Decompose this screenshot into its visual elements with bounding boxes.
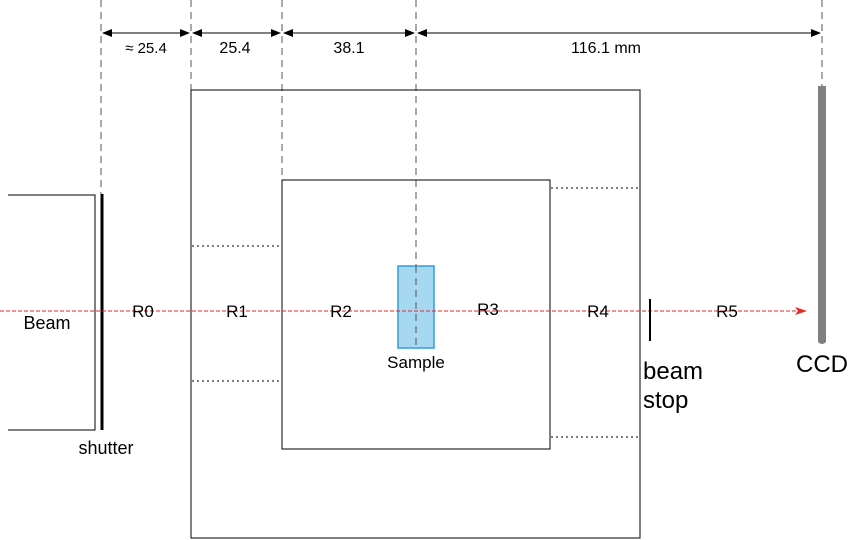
beam-stop-label-line2: stop (643, 387, 688, 414)
inner-chamber (281, 179, 551, 450)
region-label-r2: R2 (330, 302, 352, 321)
dimension-label-1: ≈ 25.4 (125, 40, 167, 57)
beam-stop-label-line1: beam (643, 358, 703, 385)
ccd-detector-tip (818, 332, 826, 344)
dimension-label-4: 116.1 mm (571, 40, 641, 57)
outer-chamber (190, 89, 641, 539)
region-label-r1: R1 (226, 302, 248, 321)
beam-label: Beam (23, 313, 70, 333)
dimension-label-3: 38.1 (333, 40, 364, 57)
beam-source (8, 194, 96, 431)
region-label-r4: R4 (587, 302, 609, 321)
sample-label: Sample (387, 353, 445, 372)
ccd-detector (818, 86, 826, 340)
region-label-r5: R5 (716, 302, 738, 321)
ccd-label: CCD (796, 351, 848, 378)
region-label-r3: R3 (477, 300, 499, 319)
region-label-r0: R0 (132, 302, 154, 321)
shutter-label: shutter (78, 438, 133, 458)
dimension-label-2: 25.4 (219, 40, 250, 57)
